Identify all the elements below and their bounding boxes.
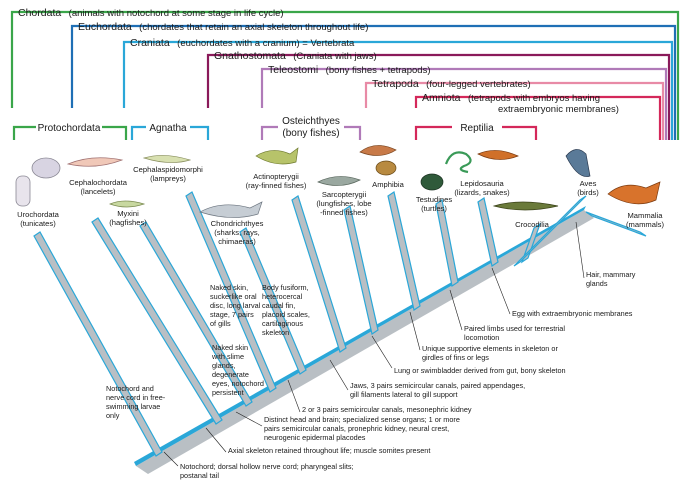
taxon-amphibia: Amphibia (372, 180, 404, 189)
taxon-chondrichthyes: Chondrichthyes (211, 219, 264, 228)
lungfish-icon (317, 176, 361, 186)
taxon-cephalaspidomorphi-common: (lampreys) (150, 174, 186, 183)
bracket-teleostomi (260, 67, 668, 140)
salamander-icon (359, 145, 397, 156)
char-head: Distinct head and brain; specialized sen… (264, 415, 462, 442)
note-cephalaspidomorphi: Naked skin, suckerlike oral disc, long l… (210, 283, 262, 328)
taxon-lepidosauria: Lepidosauria (460, 179, 504, 188)
char-unique: Unique supportive elements in skeleton o… (422, 344, 560, 362)
clade-gnathostomata: Gnathostomata (Craniata with jaws) (214, 46, 377, 63)
lamprey-icon (142, 155, 192, 163)
char-limbs: Paired limbs used for terrestrial locomo… (464, 324, 567, 342)
taxon-myxini-common: (hagfishes) (109, 218, 147, 227)
taxon-urochordata-common: (tunicates) (20, 219, 56, 228)
branch-amphibia (387, 191, 421, 311)
char-jaws: Jaws, 3 pairs semicircular canals, paire… (350, 381, 527, 399)
character-annotations: Notochord; dorsal hollow nerve cord; pha… (106, 270, 638, 480)
taxon-aves: Aves (580, 179, 597, 188)
bracket-gnathostomata (206, 53, 671, 140)
taxon-cephalaspidomorphi: Cephalaspidomorphi (133, 165, 203, 174)
shark-icon (199, 201, 263, 218)
clade-labels: Chordata (animals with notochord at some… (18, 3, 619, 115)
bracket-euchordata (70, 24, 677, 140)
snake-icon (444, 151, 472, 174)
taxon-aves-common: (birds) (577, 188, 599, 197)
clade-craniata: Craniata (euchordates with a cranium) = … (130, 33, 355, 50)
taxon-mammalia: Mammalia (627, 211, 663, 220)
taxon-chondrichthyes-common: (sharks, rays, (214, 228, 260, 237)
tunicate-icon (15, 157, 61, 207)
char-canals: 2 or 3 pairs semicircular canals, mesone… (302, 405, 472, 414)
branch-aves (513, 195, 587, 267)
note-urochordata: Notochord and nerve cord in free- swimmi… (106, 384, 167, 420)
crocodile-icon (492, 201, 559, 211)
leader-lines (163, 221, 585, 467)
note-chondrichthyes: Body fusiform, heterocercal caudal fin, … (262, 283, 312, 337)
taxon-sarcopterygii: Sarcopterygii (322, 190, 367, 199)
branch-myxini (139, 221, 253, 407)
bracket-chordata (10, 10, 680, 140)
tree (33, 191, 647, 474)
branch-testudines (435, 199, 459, 287)
taxon-testudines: Testudines (416, 195, 453, 204)
taxon-sarcopterygii-common: (lungfishes, lobe (316, 199, 371, 208)
group-osteichthyes-sub: (bony fishes) (282, 128, 339, 139)
lizard-icon (477, 150, 519, 160)
branch-urochordata (33, 231, 163, 457)
branch-lepidosauria (477, 197, 499, 267)
branch-chondrichthyes (239, 227, 307, 375)
clade-euchordata: Euchordata (chordates that retain an axi… (78, 17, 368, 34)
group-reptilia: Reptilia (460, 123, 494, 134)
group-osteichthyes: Osteichthyes (282, 116, 340, 127)
clade-teleostomi: Teleostomi (bony fishes + tetrapods) (268, 60, 430, 77)
clade-tetrapoda: Tetrapoda (four-legged vertebrates) (372, 74, 531, 91)
clade-brackets (10, 10, 680, 140)
taxon-actinopterygii-common: (ray-finned fishes) (246, 181, 307, 190)
branch-cephalaspidomorphi (185, 191, 277, 393)
group-protochordata: Protochordata (38, 123, 101, 134)
clade-amniota: Amniota (tetrapods with embryos having (422, 88, 600, 105)
taxon-urochordata: Urochordata (17, 210, 60, 219)
note-myxini: Naked skin with slime glands, degenerate… (211, 343, 266, 397)
taxon-cephalochordata-common: (lancelets) (80, 187, 115, 196)
taxon-cephalochordata: Cephalochordata (69, 178, 128, 187)
taxon-myxini: Myxini (117, 209, 139, 218)
branch-crocodilia (520, 222, 542, 264)
trunk (136, 210, 594, 474)
perch-icon (255, 147, 299, 165)
branch-actinopterygii (291, 195, 347, 353)
bracket-tetrapoda (364, 81, 665, 140)
fox-icon (607, 181, 661, 205)
taxon-chondrichthyes-common2: chimaeras) (218, 237, 256, 246)
branch-sarcopterygii (343, 205, 379, 335)
char-egg: Egg with extraembryonic membranes (512, 309, 633, 318)
taxon-labels: Urochordata (tunicates) Cephalochordata … (17, 165, 664, 246)
group-brackets: Protochordata Agnatha Osteichthyes (bony… (12, 115, 538, 140)
taxon-sarcopterygii-common2: -finned fishes) (320, 208, 368, 217)
bracket-craniata (122, 40, 674, 140)
turtle-icon (420, 173, 444, 191)
char-lung: Lung or swimbladder derived from gut, bo… (394, 366, 566, 375)
taxon-actinopterygii: Actinopterygii (253, 172, 299, 181)
kingfisher-icon (565, 149, 591, 177)
frog-icon (375, 160, 397, 176)
taxon-lepidosauria-common: (lizards, snakes) (454, 188, 510, 197)
lancelet-icon (66, 157, 124, 167)
taxon-testudines-common: (turtles) (421, 204, 447, 213)
clade-chordata: Chordata (animals with notochord at some… (18, 3, 284, 20)
taxon-crocodilia: Crocodilia (515, 220, 550, 229)
branch-cephalochordata (91, 217, 223, 425)
clade-amniota-desc2: extraembryonic membranes) (498, 104, 619, 115)
branch-mammalia (585, 211, 647, 237)
char-axial: Axial skeleton retained throughout life;… (228, 446, 430, 455)
bracket-amniota (414, 95, 662, 140)
char-notochord: Notochord; dorsal hollow nerve cord; pha… (180, 462, 356, 480)
group-agnatha: Agnatha (149, 123, 187, 134)
char-hair: Hair, mammary glands (586, 270, 638, 288)
hagfish-icon (109, 200, 146, 208)
taxon-mammalia-common: (mammals) (626, 220, 664, 229)
animal-icons (15, 145, 661, 218)
